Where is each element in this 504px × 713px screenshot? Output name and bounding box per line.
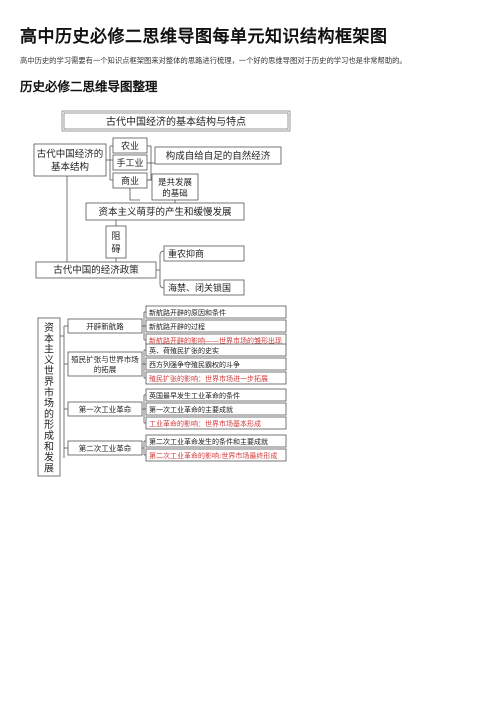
d1-title-box-inner (63, 112, 289, 130)
d2-item-text: 英、荷殖民扩张的史实 (149, 346, 219, 355)
d1-natural-economy-box (154, 146, 282, 165)
d1-handicraft-box (112, 154, 148, 171)
d2-item-box (145, 434, 287, 448)
d1-obstruct-line2: 碍 (111, 244, 120, 255)
d1-agriculture: 农业 (121, 140, 139, 152)
d1-policy-brace (156, 250, 166, 289)
d2-item-box (145, 357, 287, 371)
d1-commerce: 商业 (121, 175, 139, 187)
d1-policy-item1: 重农抑商 (168, 248, 204, 260)
d1-common-basis-box (151, 173, 199, 201)
d2-vertical-title-char: 本 (44, 332, 54, 345)
d2-vertical-title-char: 界 (44, 376, 54, 388)
d1-obstruct-line1: 阻 (111, 231, 120, 242)
d1-handicraft: 手工业 (116, 157, 143, 169)
d2-item-box (145, 305, 287, 319)
d1-policy: 古代中国的经济政策 (53, 264, 139, 276)
d2-vertical-title-box (37, 317, 61, 477)
diagram-ancient-economy: 古代中国经济的基本结构与特点 古代中国经济的 基本结构 农业 手工业 商业 构成… (33, 110, 291, 296)
d2-vertical-title-char: 发 (44, 451, 54, 464)
d2-item-text: 新航路开辟的原因和条件 (149, 308, 226, 317)
d2-item-box (145, 343, 287, 357)
d1-agriculture-box (112, 137, 148, 154)
d1-capitalism: 资本主义萌芽的产生和缓慢发展 (98, 206, 232, 218)
d2-item-text: 第二次工业革命发生的条件和主要成就 (149, 437, 268, 446)
d1-structure-line2: 基本结构 (51, 161, 89, 173)
d1-policy-item1-box (163, 245, 245, 262)
d2-branches: 开辟新航路 新航路开辟的原因和条件新航路开辟的过程新航路开辟的影响——世界市场的雏… (64, 305, 287, 462)
d2-vertical-title-char: 市 (44, 386, 54, 399)
d1-capitalism-box (85, 202, 245, 221)
intro-paragraph: 高中历史的学习需要有一个知识点框架图来对整体的思路进行梳理，一个好的思维导图对于… (20, 56, 407, 65)
d2-item-box (145, 448, 287, 462)
d2-branch-label: 第二次工业革命 (79, 443, 132, 453)
d1-policy-item2-box (163, 279, 245, 296)
d1-title: 古代中国经济的基本结构与特点 (106, 115, 246, 128)
d2-item-text: 第二次工业革命的影响:世界市场最终形成 (149, 451, 277, 460)
d2-vertical-title-char: 成 (44, 430, 54, 442)
section-heading: 历史必修二思维导图整理 (20, 79, 158, 94)
d2-item-box (145, 388, 287, 402)
d2-vertical-title-char: 和 (44, 441, 54, 453)
d1-common-basis-line2: 的基础 (162, 188, 188, 199)
d2-vertical-title-char: 形 (44, 419, 54, 431)
d2-item-box (145, 319, 287, 333)
d2-branch-label-box (67, 351, 143, 377)
d2-item-text: 第一次工业革命的主要成就 (149, 405, 233, 414)
d2-branch-label: 的拓展 (94, 364, 117, 374)
d2-branch-label: 开辟新航路 (86, 321, 124, 331)
page-title: 高中历史必修二思维导图每单元知识结构框架图 (20, 27, 388, 47)
d2-vertical-title-char: 资 (44, 322, 54, 334)
d2-vertical-title-char: 世 (44, 365, 54, 377)
d2-vertical-title-char: 展 (44, 462, 54, 474)
d2-vertical-title-char: 义 (44, 354, 54, 366)
d2-item-text: 新航路开辟的影响——世界市场的雏形出现 (149, 336, 282, 345)
d1-commerce-down (129, 188, 140, 201)
d2-branch-label: 殖民扩张与世界市场 (71, 354, 139, 364)
d1-common-basis-line1: 是共发展 (158, 177, 193, 188)
d2-item-box (145, 371, 287, 385)
d2-item-text: 西方列强争夺殖民霸权的斗争 (149, 360, 240, 369)
d2-item-text: 新航路开辟的过程 (149, 322, 205, 331)
d2-item-text: 殖民扩张的影响：世界市场进一步拓展 (149, 374, 268, 383)
d2-vertical-title-char: 的 (44, 407, 54, 420)
d1-structure-box (33, 143, 107, 177)
d2-vertical-title-char: 场 (44, 397, 54, 410)
d2-item-box (145, 416, 287, 430)
d1-structure-line1: 古代中国经济的 (37, 148, 104, 160)
d2-item-text: 工业革命的影响：世界市场基本形成 (149, 419, 261, 428)
d1-policy-item2: 海禁、闭关锁国 (168, 282, 231, 294)
d1-natural-economy: 构成自给自足的自然经济 (166, 150, 271, 162)
d2-item-box (145, 402, 287, 416)
d2-item-text: 英国最早发生工业革命的条件 (149, 391, 240, 400)
d2-vertical-title-char: 主 (44, 344, 54, 356)
d1-bracket (106, 145, 113, 181)
d2-branch-label: 第一次工业革命 (79, 404, 132, 414)
